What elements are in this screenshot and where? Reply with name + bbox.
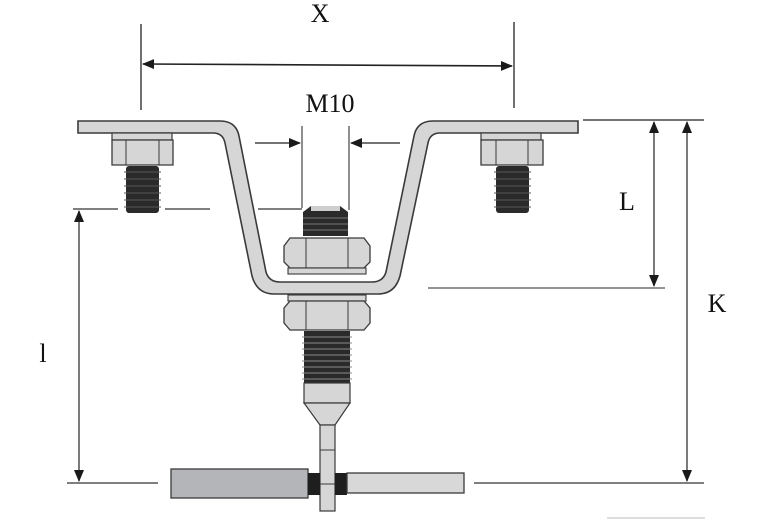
z-bracket (77, 120, 579, 295)
k-label: K (708, 289, 727, 318)
x-dimension: X (140, 0, 515, 110)
m10-dimension: M10 (255, 89, 400, 210)
k-dimension: K (474, 121, 727, 484)
left-mounting-bolt (111, 132, 174, 213)
right-mounting-bolt (480, 132, 544, 213)
l-upper-dimension: L (428, 119, 704, 289)
l-lower-dimension: l (39, 208, 302, 484)
center-threaded-rod (283, 206, 371, 512)
l-upper-label: L (619, 187, 635, 216)
sensor-bar (170, 468, 465, 499)
l-lower-label: l (39, 339, 46, 368)
m10-label: M10 (305, 89, 354, 118)
x-label: X (311, 0, 330, 28)
